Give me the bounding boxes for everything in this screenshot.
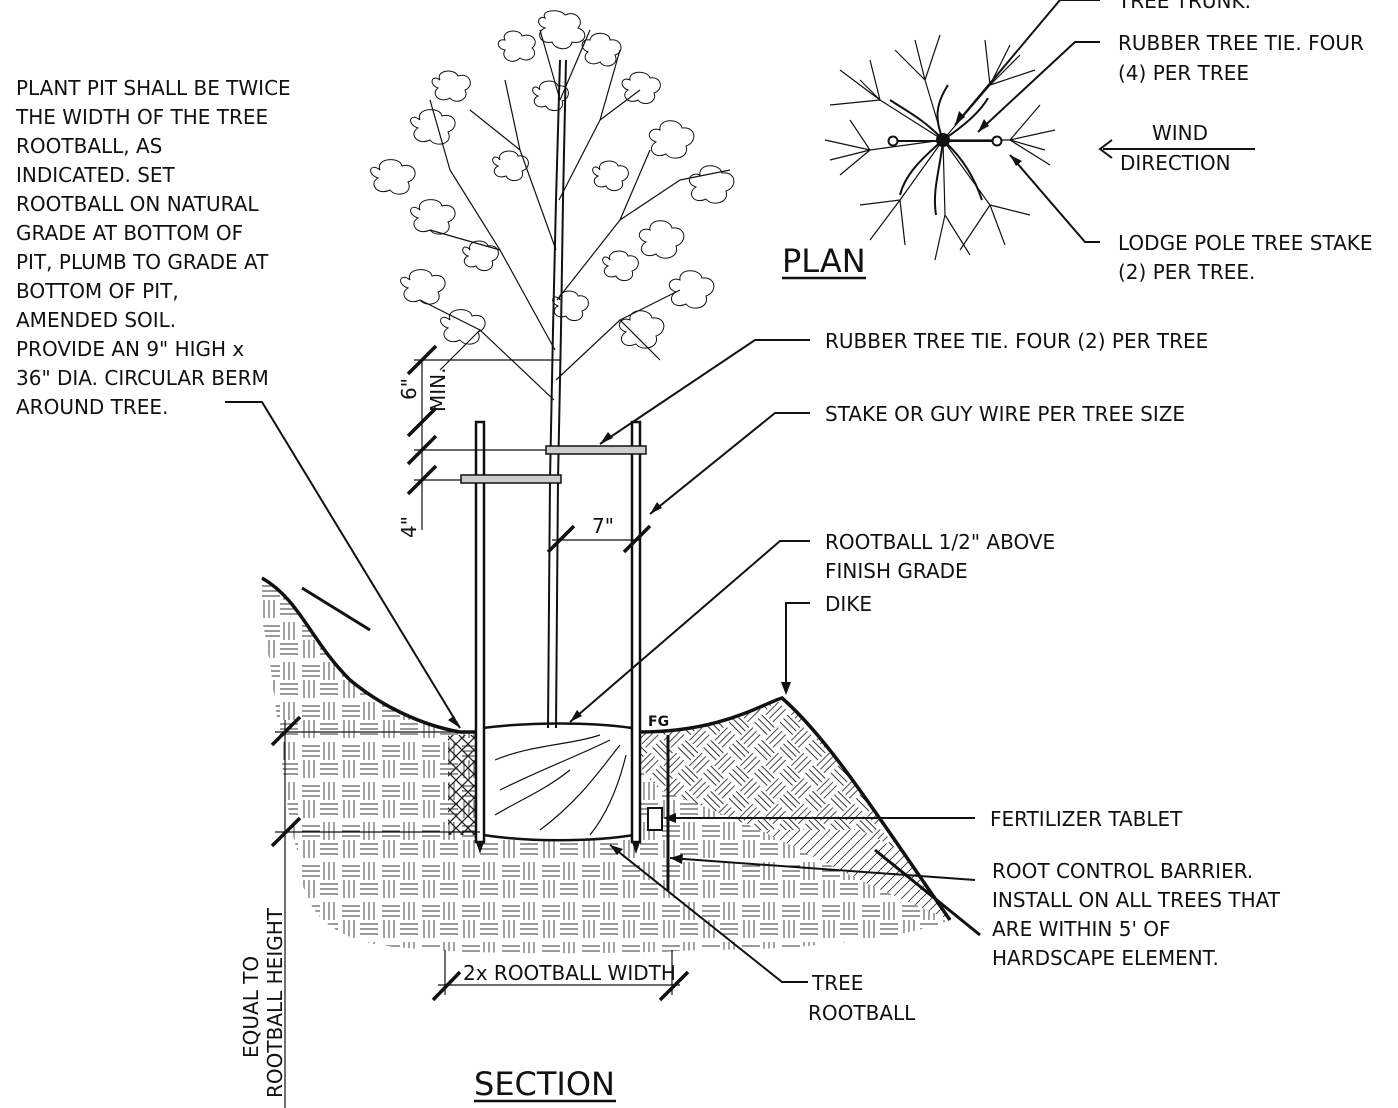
tree-stakes [460, 420, 647, 854]
section-leaders [225, 339, 976, 983]
pit-note-line: INDICATED. SET [16, 163, 176, 187]
barrier-label-1: ROOT CONTROL BARRIER. [992, 859, 1253, 883]
plan-stake-label-2: (2) PER TREE. [1118, 260, 1255, 284]
fertilizer-label: FERTILIZER TABLET [990, 807, 1183, 831]
tie-lower [460, 474, 562, 484]
direction-label: DIRECTION [1120, 151, 1231, 175]
plan-canopy-branches [824, 34, 1056, 261]
dike-label: DIKE [825, 592, 872, 616]
plan-stake-label-1: LODGE POLE TREE STAKE [1118, 231, 1373, 255]
plan-trunk-label: TREE TRUNK. [1117, 0, 1251, 13]
plan-tie-label-2: (4) PER TREE [1118, 61, 1249, 85]
pit-note-line: 36" DIA. CIRCULAR BERM [16, 366, 269, 390]
plan-stake-left [887, 135, 899, 147]
pit-note-line: PROVIDE AN 9" HIGH x [16, 337, 244, 361]
diagonal-hatch [760, 830, 950, 920]
pit-note-line: AROUND TREE. [16, 395, 168, 419]
plan-stake-leader [1009, 154, 1100, 243]
plan-view: TREE TRUNK. RUBBER TREE TIE. FOUR (4) PE… [782, 0, 1373, 284]
pit-note: PLANT PIT SHALL BE TWICE THE WIDTH OF TH… [15, 76, 291, 419]
stake-right [630, 420, 642, 844]
plan-trunk-leader [954, 0, 1100, 126]
tree-rootball-label-2: ROOTBALL [808, 1001, 916, 1025]
pit-note-line: PIT, PLUMB TO GRADE AT [16, 250, 269, 274]
pit-note-line: GRADE AT BOTTOM OF [16, 221, 243, 245]
width-dim: 2x ROOTBALL WIDTH [463, 961, 676, 985]
min-dim: 6" [397, 378, 421, 400]
section-soil [261, 576, 981, 954]
pit-note-line: BOTTOM OF PIT, [16, 279, 179, 303]
tree [370, 10, 735, 729]
plan-title: PLAN [782, 242, 866, 280]
rootball-above-label-2: FINISH GRADE [825, 559, 968, 583]
plan-tie-leader [977, 41, 1100, 133]
rubber-tie-label: RUBBER TREE TIE. FOUR (2) PER TREE [825, 329, 1208, 353]
tree-rootball-label-1: TREE [811, 971, 863, 995]
pit-note-line: AMENDED SOIL. [16, 308, 176, 332]
plan-stake-right [991, 135, 1003, 147]
tree-foliage [370, 10, 735, 349]
dike-profile [639, 696, 952, 922]
pit-note-line: ROOTBALL, AS [16, 134, 162, 158]
fg-label: FG [648, 714, 669, 730]
four-dim: 4" [397, 516, 421, 538]
height-dim-2: ROOTBALL HEIGHT [263, 907, 287, 1098]
section-title: SECTION [474, 1065, 615, 1103]
native-soil [262, 578, 950, 954]
stake-label: STAKE OR GUY WIRE PER TREE SIZE [825, 402, 1185, 426]
min-label: MIN. [426, 368, 450, 412]
wind-label: WIND [1152, 121, 1208, 145]
pit-note-line: PLANT PIT SHALL BE TWICE [16, 76, 291, 100]
fertilizer-tablet [647, 807, 663, 831]
barrier-label-3: ARE WITHIN 5' OF [992, 917, 1171, 941]
plan-tie-label-1: RUBBER TREE TIE. FOUR [1118, 31, 1364, 55]
barrier-label-2: INSTALL ON ALL TREES THAT [992, 888, 1281, 912]
height-dim-1: EQUAL TO [239, 956, 263, 1058]
dimensions: 6" MIN. 4" 7" EQUAL TO ROOTBALL HEIGHT 2… [239, 344, 690, 1108]
rootball-above-label-1: ROOTBALL 1/2" ABOVE [825, 530, 1055, 554]
seven-dim: 7" [592, 514, 614, 538]
tie-upper [545, 445, 647, 455]
pit-note-line: ROOTBALL ON NATURAL [16, 192, 259, 216]
barrier-label-4: HARDSCAPE ELEMENT. [992, 946, 1219, 970]
finish-grade-left [261, 576, 480, 734]
pit-note-line: THE WIDTH OF THE TREE [15, 105, 268, 129]
tree-trunk [547, 59, 561, 729]
rootball [481, 722, 636, 842]
tree-branches [419, 29, 731, 401]
stake-left [474, 420, 486, 844]
